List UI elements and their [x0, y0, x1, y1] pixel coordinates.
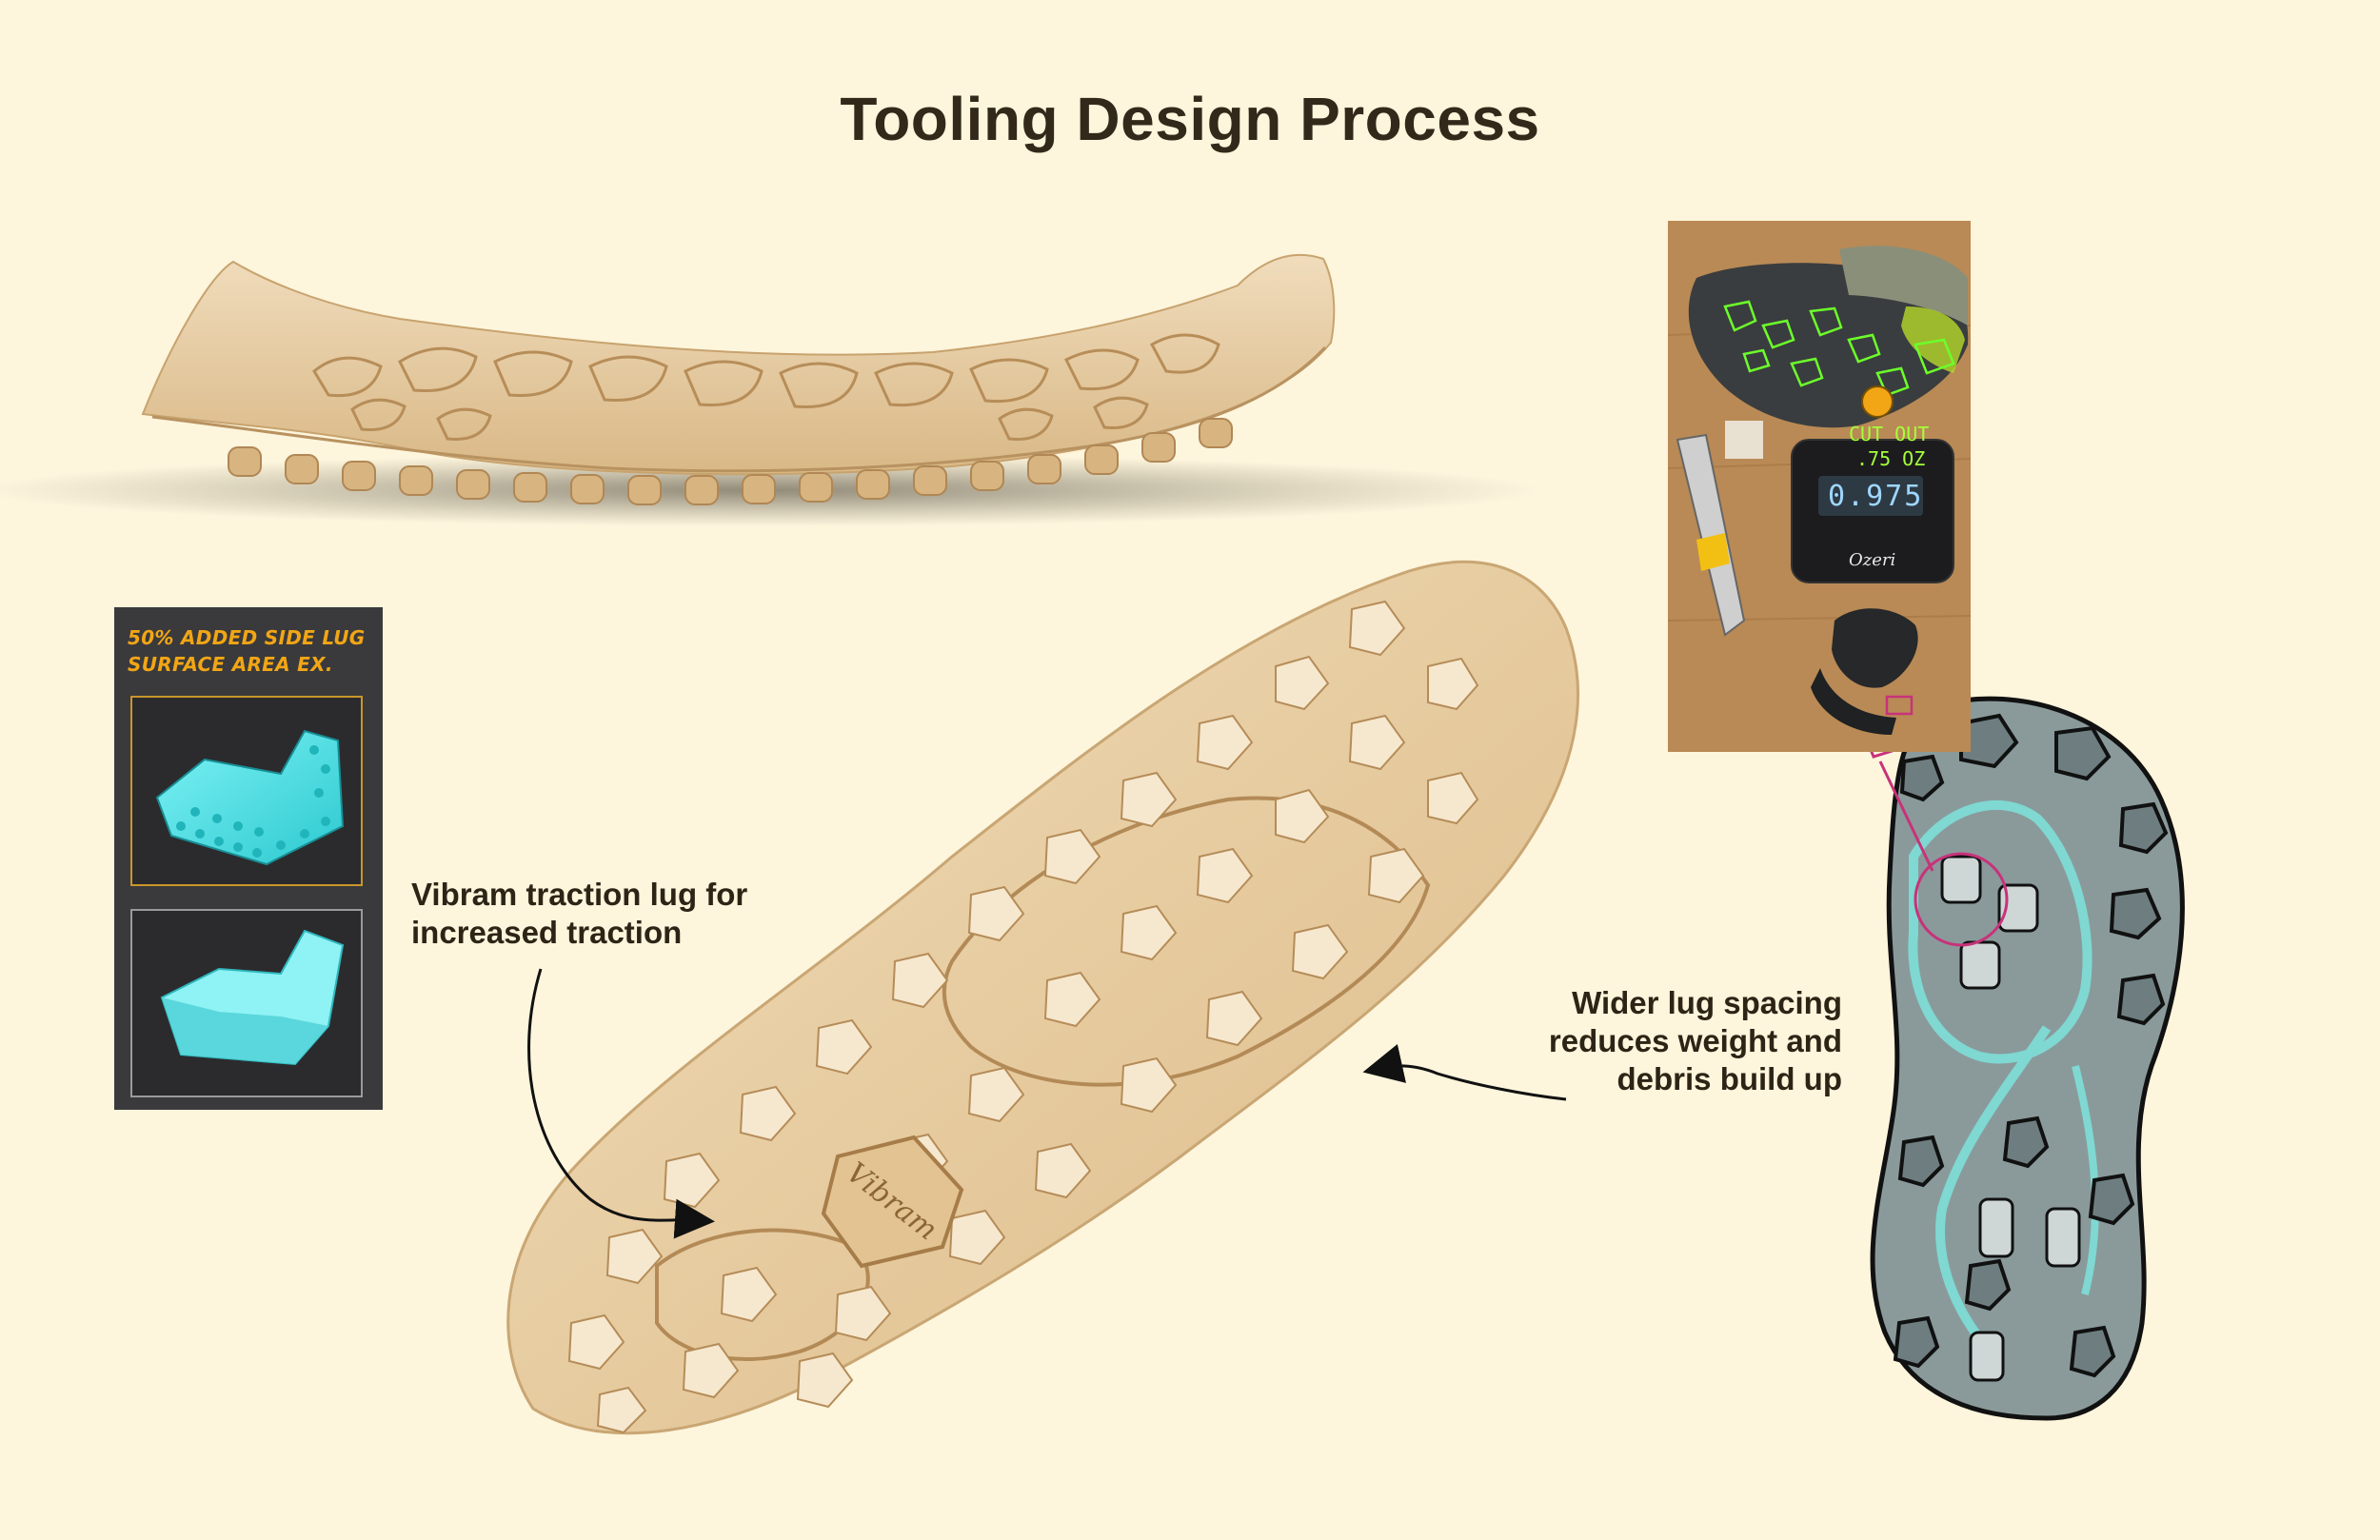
photo-utility-knife	[1676, 433, 1746, 637]
photo-scene	[1668, 221, 1971, 752]
inset-models	[130, 696, 363, 1097]
right-callout-line3: debris build up	[1616, 1061, 1843, 1096]
right-callout-label: Wider lug spacing reduces weight and deb…	[1549, 984, 1842, 1098]
inset-heading-line2: SURFACE AREA EX.	[128, 653, 333, 676]
left-callout-label: Vibram traction lug for increased tracti…	[411, 876, 747, 952]
photo-kitchen-scale	[1791, 439, 1954, 583]
photo-cut-pieces	[1811, 608, 1918, 735]
right-callout-line1: Wider lug spacing	[1572, 985, 1842, 1020]
sketch-sole-drawing	[1862, 693, 2185, 1421]
bottom-sole-render: Vibram	[506, 560, 1579, 1435]
scale-brand-label: Ozeri	[1849, 550, 1896, 570]
marker-line	[1878, 760, 1934, 872]
lug-model-plain	[160, 929, 345, 1066]
photo-bg-object	[1725, 421, 1763, 459]
side-lug-inset-panel: 50% ADDED SIDE LUG SURFACE AREA EX.	[114, 607, 383, 1110]
scale-display-reading: 0.975	[1828, 480, 1924, 513]
photo-shoe	[1688, 246, 1969, 428]
vibram-badge: Vibram	[821, 1135, 964, 1269]
side-sole-render	[0, 253, 1542, 526]
lug-model-textured	[155, 729, 345, 866]
left-callout-line2: increased traction	[411, 915, 683, 950]
weight-test-photo: CUT OUT .75 OZ 0.975 Ozeri	[1668, 221, 1971, 752]
left-callout-line1: Vibram traction lug for	[411, 877, 748, 912]
photo-note-line2: .75 OZ	[1856, 447, 1926, 470]
marker-circle	[1914, 852, 2009, 947]
right-callout-arrow	[1362, 1043, 1567, 1101]
photo-note-line1: CUT OUT	[1849, 423, 1930, 445]
right-callout-line2: reduces weight and	[1548, 1023, 1842, 1058]
inset-heading-line1: 50% ADDED SIDE LUG	[128, 626, 366, 649]
left-callout-arrow	[527, 968, 715, 1239]
page-title: Tooling Design Process	[840, 85, 1540, 153]
inset-heading: 50% ADDED SIDE LUG SURFACE AREA EX.	[128, 624, 375, 678]
